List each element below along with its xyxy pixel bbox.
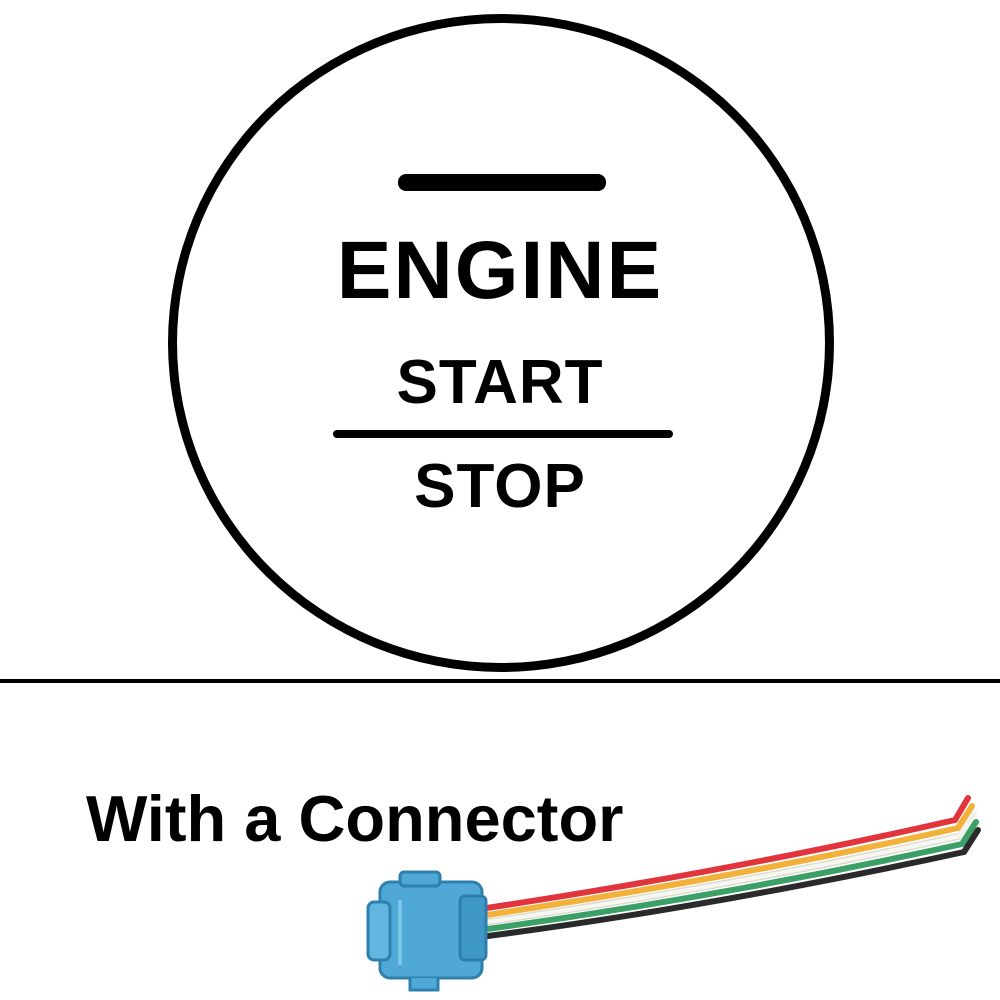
start-stop-divider [333,430,673,438]
wire-black [477,849,967,940]
wire-yellow [477,825,961,919]
wire-tips [952,795,981,855]
wire-green [477,841,965,933]
stop-label: STOP [414,452,586,521]
button-top-bar [398,174,606,191]
wire-harness-connector-icon [366,795,981,992]
start-label: START [396,348,604,417]
connector-body [366,870,488,992]
section-divider [0,679,1000,683]
connector-caption: With a Connector [86,782,624,855]
engine-label: ENGINE [336,225,664,316]
wire-white-inner [478,834,962,925]
wire-white [476,832,964,927]
engine-button-face [168,14,834,672]
wire-red [477,817,958,912]
